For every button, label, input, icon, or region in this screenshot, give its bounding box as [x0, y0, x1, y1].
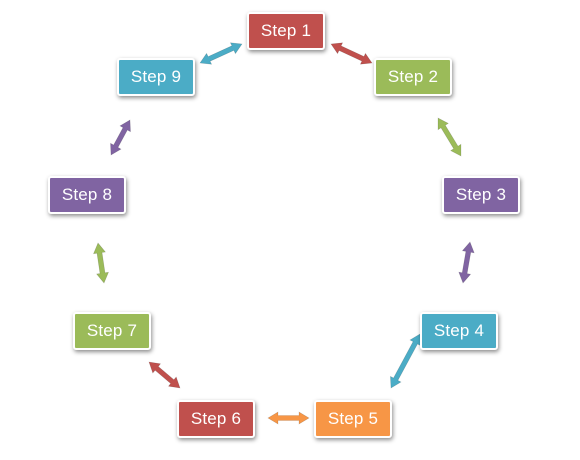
step-3-box: Step 3 [442, 176, 520, 214]
step-2-box: Step 2 [374, 58, 452, 96]
step-5-box: Step 5 [314, 400, 392, 438]
connector-step-9-step-1 [199, 42, 243, 65]
connector-step-6-step-7 [148, 361, 181, 389]
connector-step-2-step-3 [437, 117, 462, 157]
step-6-box: Step 6 [177, 400, 255, 438]
step-8-box: Step 8 [48, 176, 126, 214]
step-9-box: Step 9 [117, 58, 195, 96]
connector-step-8-step-9 [110, 119, 131, 156]
connector-step-5-step-6 [267, 411, 310, 425]
step-4-box: Step 4 [420, 312, 498, 350]
step-7-box: Step 7 [73, 312, 151, 350]
step-1-box: Step 1 [247, 12, 325, 50]
connector-step-4-step-5 [390, 333, 421, 389]
connector-step-3-step-4 [458, 241, 475, 284]
connector-step-7-step-8 [93, 242, 109, 284]
connector-step-1-step-2 [330, 42, 373, 65]
